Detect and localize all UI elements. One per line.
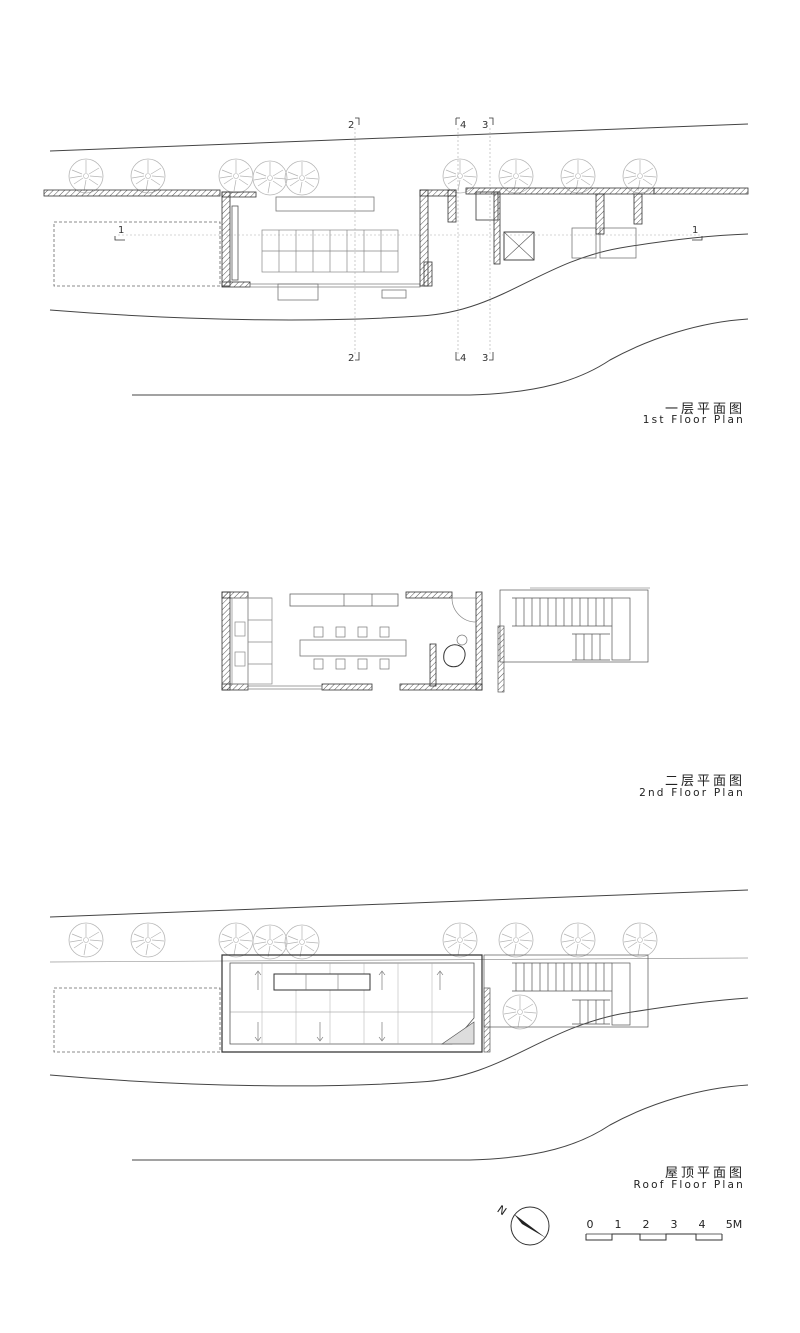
roof-site-boundary-top [49,889,749,918]
floor2-wall-left [221,591,231,691]
section-mark-bottom-4: 4 [455,352,466,364]
svg-text:3: 3 [482,353,488,364]
core-wall-d [423,261,433,287]
north-label: N [495,1203,509,1218]
wall-right-1 [595,193,605,235]
roof-site-line-2 [49,957,749,963]
dining-table [299,639,407,657]
svg-text:1: 1 [692,225,698,236]
section-mark-bottom-2: 2 [348,352,360,364]
scale-label-0: 0 [586,1218,594,1231]
section-mark-bottom-3: 3 [482,352,494,364]
building-wall-bottom-left [221,281,251,288]
scale-label-4: 4 [698,1218,706,1231]
floor2-wall-bottom-left [221,683,249,691]
section-mark-side-left: 1 [114,225,125,241]
section-mark-side-right: 1 [692,225,703,241]
section-lines [118,128,700,355]
floor2-facade [247,685,323,690]
site-boundary-top [49,123,749,152]
floor2-wall-bottom-mid [321,683,373,691]
core-wall-c [447,189,457,223]
external-stair [497,587,650,693]
counter-top [275,196,375,212]
building-wall-top [221,191,257,198]
floor2-wall-top-mid [405,591,453,599]
svg-text:4: 4 [460,353,466,364]
svg-text:1: 1 [118,225,124,236]
floor2-wall-inner [429,643,437,687]
plan-title-cn-2: 二层平面图 [664,774,745,789]
scale-bar [585,1233,723,1241]
roof-external-stair [483,954,649,1053]
scale-label-2: 2 [642,1218,650,1231]
lift-box [503,231,535,261]
svg-text:4: 4 [460,120,466,131]
stair-box-2 [599,227,637,259]
north-arrow: N [495,1203,550,1246]
parking-zone [53,221,221,287]
roof-road-edge-2 [132,1084,749,1161]
drainage-arrows [254,970,444,1042]
lounge-chair [443,634,468,668]
floor2-wall-right [475,591,483,691]
scale-label-3: 3 [670,1218,678,1231]
floor2-wall-top-left [221,591,249,599]
roof-outline [221,954,483,1053]
roof-parking-zone [53,987,221,1053]
kitchen-counter [231,597,273,685]
svg-text:2: 2 [348,353,354,364]
floor2-wall-bottom-right [399,683,483,691]
entry-bench [277,283,319,301]
core-wall-f [493,191,501,265]
entry-bench-2 [381,289,407,299]
section-mark-top-4: 4 [455,117,466,131]
section-mark-top-3: 3 [482,117,494,131]
section-mark-top-2: 2 [348,117,360,131]
road-edge-curve-1 [49,233,749,321]
roof-chamfer [440,1021,475,1045]
roof-road-edge-1 [49,997,749,1087]
plan-title-en-1: 1st Floor Plan [642,414,745,426]
svg-text:2: 2 [348,120,354,131]
second-floor-plan [221,587,650,693]
building-wall-left [221,191,231,287]
door-swing [451,597,477,623]
display-shelves [261,229,399,273]
boundary-wall-right [653,187,749,195]
roof-floor-plan [49,889,749,1161]
stair-box [571,227,597,259]
first-floor-plan: 2 4 3 2 4 3 1 1 [43,117,749,396]
glass-facade [249,283,421,288]
plan-title-cn-1: 一层平面图 [664,402,745,417]
scale-label-5m: 5M [725,1218,743,1231]
scale-label-1: 1 [614,1218,622,1231]
road-edge-curve-2 [132,318,749,396]
boundary-wall-left [43,189,221,197]
plan-title-en-2: 2nd Floor Plan [639,787,745,799]
dining-chairs [313,626,390,670]
plan-title-en-3: Roof Floor Plan [633,1179,745,1191]
plan-title-cn-3: 屋顶平面图 [664,1166,745,1181]
skylight [273,973,371,991]
wall-right-2 [633,193,643,225]
bench-left [231,205,239,281]
svg-text:3: 3 [482,120,488,131]
